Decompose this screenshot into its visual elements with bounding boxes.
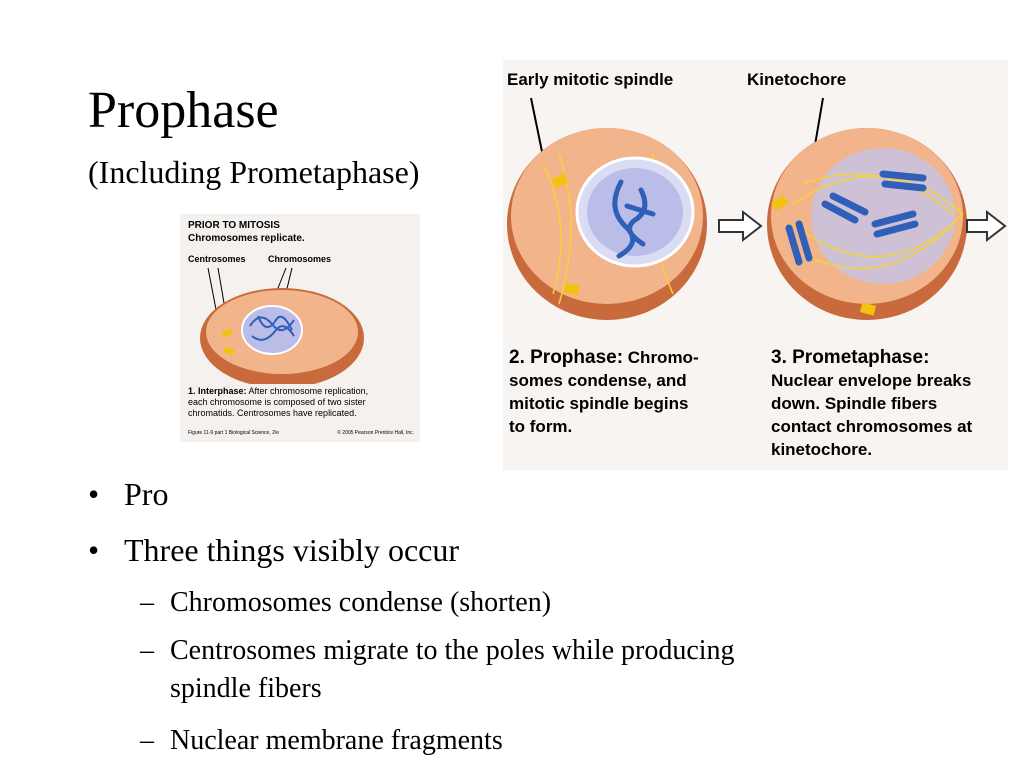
bullet-text: Three things visibly occur	[124, 532, 460, 568]
prometaphase-caption-line: contact chromosomes at	[771, 417, 973, 436]
label-centrosomes: Centrosomes	[188, 254, 246, 264]
prophase-caption-line: to form.	[509, 417, 573, 436]
sub-bullet-text: Nuclear membrane fragments	[170, 725, 503, 756]
prophase-caption-line: Chromo-	[627, 348, 699, 367]
interphase-cell-illustration	[200, 267, 364, 384]
label-chromosomes: Chromosomes	[268, 254, 332, 264]
prophase-figure: Early mitotic spindle Kinetochore	[503, 60, 1008, 470]
bullet-text: Pro	[124, 476, 169, 512]
figure-copyright: © 2005 Pearson Prentice Hall, Inc.	[337, 430, 414, 436]
slide-title: Prophase	[88, 82, 279, 139]
prometaphase-caption-title: 3. Prometaphase:	[771, 347, 930, 368]
cell-division-illustration	[507, 97, 1007, 320]
figure-credit: Figure 11-9 part 1 Biological Science, 2…	[188, 430, 280, 436]
sub-bullet-text: Centrosomes migrate to the poles while p…	[170, 635, 735, 666]
label-kinetochore: Kinetochore	[747, 70, 847, 89]
prometaphase-caption-line: Nuclear envelope breaks	[771, 371, 972, 390]
slide-subtitle: (Including Prometaphase)	[88, 154, 420, 190]
interphase-caption-line: chromatids. Centrosomes have replicated.	[188, 408, 357, 418]
interphase-caption-line: each chromosome is composed of two siste…	[188, 397, 366, 407]
interphase-figure: PRIOR TO MITOSIS Chromosomes replicate. …	[180, 214, 420, 442]
prometaphase-caption-line: kinetochore.	[771, 440, 873, 459]
prometaphase-caption-line: down. Spindle fibers	[771, 394, 938, 413]
prophase-caption-line: somes condense, and	[509, 371, 687, 390]
prometaphase-caption: 3. Prometaphase: Nuclear envelope breaks…	[771, 346, 1007, 461]
sub-bullet-marker: –	[140, 587, 154, 618]
interphase-caption-line: After chromosome replication,	[248, 386, 369, 396]
figure-subheader: Chromosomes replicate.	[188, 233, 305, 244]
sub-bullet-marker: –	[140, 725, 154, 756]
bullet-marker: •	[88, 476, 100, 512]
sub-bullet-text-continued: spindle fibers	[170, 673, 322, 704]
bullet-marker: •	[88, 532, 100, 568]
interphase-caption: 1. Interphase: After chromosome replicat…	[188, 386, 416, 419]
interphase-caption-title: 1. Interphase:	[188, 386, 247, 396]
prophase-caption-title: 2. Prophase:	[509, 347, 624, 368]
sub-bullet-text: Chromosomes condense (shorten)	[170, 587, 552, 618]
prophase-caption-line: mitotic spindle begins	[509, 394, 689, 413]
label-early-mitotic-spindle: Early mitotic spindle	[507, 70, 674, 89]
figure-header: PRIOR TO MITOSIS	[188, 220, 280, 231]
sub-bullet-marker: –	[140, 635, 154, 666]
prophase-caption: 2. Prophase: Chromo- somes condense, and…	[509, 346, 745, 438]
